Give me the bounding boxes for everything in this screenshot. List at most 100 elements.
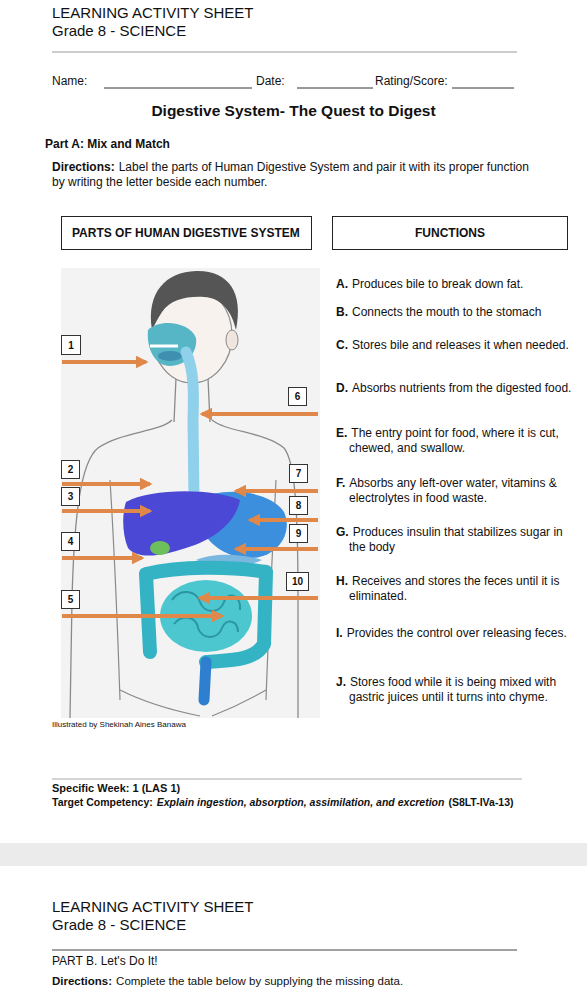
function-letter: C.	[336, 338, 348, 352]
part-heading: PART B. Let's Do It!	[52, 954, 158, 968]
callout-number-text: 7	[296, 468, 302, 479]
function-item-block: E.The entry point for food, where it is …	[336, 426, 577, 456]
callout-number: 1	[61, 335, 81, 355]
function-text: Stores food while it is being mixed with…	[349, 675, 556, 704]
function-item-block: C. Stores bile and releases it when neede…	[336, 338, 577, 353]
blank-line	[297, 88, 373, 89]
callout-number-text: 8	[296, 500, 302, 511]
callout-number-text: 9	[296, 528, 302, 539]
function-letter: E.	[336, 426, 347, 440]
pointer-arrow	[250, 518, 318, 522]
illustrator-credit: Illustrated by Shekinah Aines Banawa	[52, 720, 186, 729]
blank-line	[104, 88, 252, 89]
function-letter: D.	[336, 381, 348, 395]
part-heading: Part A: Mix and Match	[45, 137, 170, 151]
callout-number: 7	[289, 464, 308, 483]
gallbladder	[150, 541, 170, 555]
column-header-text: FUNCTIONS	[415, 226, 485, 240]
directions: Complete the table below by supplying th…	[116, 975, 403, 987]
field-label-block: Rating/Score:	[375, 74, 448, 89]
pointer-arrow	[62, 614, 222, 618]
hair	[151, 271, 238, 330]
human-figure	[70, 271, 298, 718]
function-letter: G.	[336, 525, 349, 539]
callout-number: 2	[61, 460, 80, 479]
function-text: The entry point for food, where it is cu…	[349, 426, 559, 455]
liver	[123, 491, 240, 555]
directions: Directions:	[52, 975, 112, 987]
function-text: Absorbs any left-over water, vitamins & …	[349, 476, 557, 505]
directions-block: Directions:Label the parts of Human Dige…	[52, 160, 530, 190]
directions-block: Directions: Complete the table below by s…	[52, 974, 577, 988]
competency-note: (S8LT-IVa-13)	[448, 796, 513, 808]
function-item-block: H.Receives and stores the feces until it…	[336, 574, 577, 604]
directions: Label the parts of Human Digestive Syste…	[52, 160, 529, 189]
callout-number: 8	[289, 496, 308, 515]
page-gap	[0, 843, 587, 866]
column-header: PARTS OF HUMAN DIGESTIVE SYSTEM	[61, 216, 312, 250]
sheet-subheader: Grade 8 - SCIENCE	[52, 22, 186, 39]
function-text: Receives and stores the feces until it i…	[349, 574, 559, 603]
function-item-block: I. Provides the control over releasing fe…	[336, 626, 577, 641]
sheet-subheader: Grade 8 - SCIENCE	[52, 916, 186, 933]
rectum	[204, 662, 206, 700]
illustration-ground	[61, 268, 320, 718]
function-letter: A.	[336, 277, 348, 291]
callout-number-text: 2	[68, 464, 74, 475]
function-letter: H.	[336, 574, 348, 588]
field-label: Name:	[52, 74, 87, 88]
part-heading-block: PART B. Let's Do It!	[52, 954, 158, 969]
sheet-header: LEARNING ACTIVITY SHEET	[52, 4, 253, 21]
header-rule	[52, 950, 517, 951]
footer-rule	[52, 779, 522, 780]
function-item-block: D.Absorbs nutrients from the digested fo…	[336, 381, 577, 396]
callout-number: 3	[61, 487, 80, 506]
function-letter: F.	[336, 476, 345, 490]
function-text: Provides the control over releasing fece…	[347, 626, 567, 640]
header-rule	[52, 52, 517, 53]
body-outline	[120, 690, 200, 716]
callout-number-text: 4	[68, 536, 74, 547]
esophagus	[186, 352, 194, 500]
function-item-block: G.Produces insulin that stabilizes sugar…	[336, 525, 577, 555]
function-letter: J.	[336, 675, 346, 689]
pointer-arrows	[62, 362, 318, 616]
function-text: Produces insulin that stabilizes sugar i…	[349, 525, 563, 554]
competency-note: Target Competency:	[52, 796, 153, 808]
pointer-arrow	[62, 482, 150, 486]
callout-number: 6	[288, 387, 307, 406]
sheet-header-block: LEARNING ACTIVITY SHEET	[52, 4, 253, 23]
function-letter: I.	[336, 626, 343, 640]
competency-note-block: Target Competency:Explain ingestion, abs…	[52, 796, 577, 809]
week-note: Specific Week: 1 (LAS 1)	[52, 782, 180, 794]
function-item-block: B.Connects the mouth to the stomach	[336, 305, 577, 320]
callout-number: 9	[289, 524, 308, 543]
tongue	[158, 351, 182, 361]
sheet-title: Digestive System- The Quest to Digest	[0, 101, 587, 120]
illustrator-credit-block: Illustrated by Shekinah Aines Banawa	[52, 720, 186, 730]
pointer-arrow	[62, 556, 142, 560]
callout-number: 5	[61, 590, 80, 609]
pointer-arrow	[200, 596, 318, 600]
sheet-header: LEARNING ACTIVITY SHEET	[52, 898, 253, 915]
sheet-subheader-block: Grade 8 - SCIENCE	[52, 22, 186, 41]
function-text: Stores bile and releases it when needed.	[352, 338, 569, 352]
callout-number-text: 1	[68, 340, 74, 351]
pointer-arrow	[62, 509, 150, 513]
function-item-block: F. Absorbs any left-over water, vitamins …	[336, 476, 577, 506]
function-text: Connects the mouth to the stomach	[352, 305, 541, 319]
pointer-arrow	[202, 412, 318, 416]
body-outline	[212, 690, 266, 716]
sheet-subheader-block: Grade 8 - SCIENCE	[52, 916, 186, 935]
callout-number-text: 3	[68, 491, 74, 502]
function-text: Produces bile to break down fat.	[352, 277, 523, 291]
function-item-block: A. Produces bile to break down fat.	[336, 277, 577, 292]
sheet-header-block: LEARNING ACTIVITY SHEET	[52, 898, 253, 917]
field-label: Rating/Score:	[375, 74, 448, 88]
callout-number: 10	[286, 572, 309, 591]
function-item-block: J.Stores food while it is being mixed wi…	[336, 675, 577, 705]
callout-number-text: 6	[295, 391, 301, 402]
ear	[226, 330, 238, 350]
part-heading-block: Part A: Mix and Match	[45, 137, 170, 152]
